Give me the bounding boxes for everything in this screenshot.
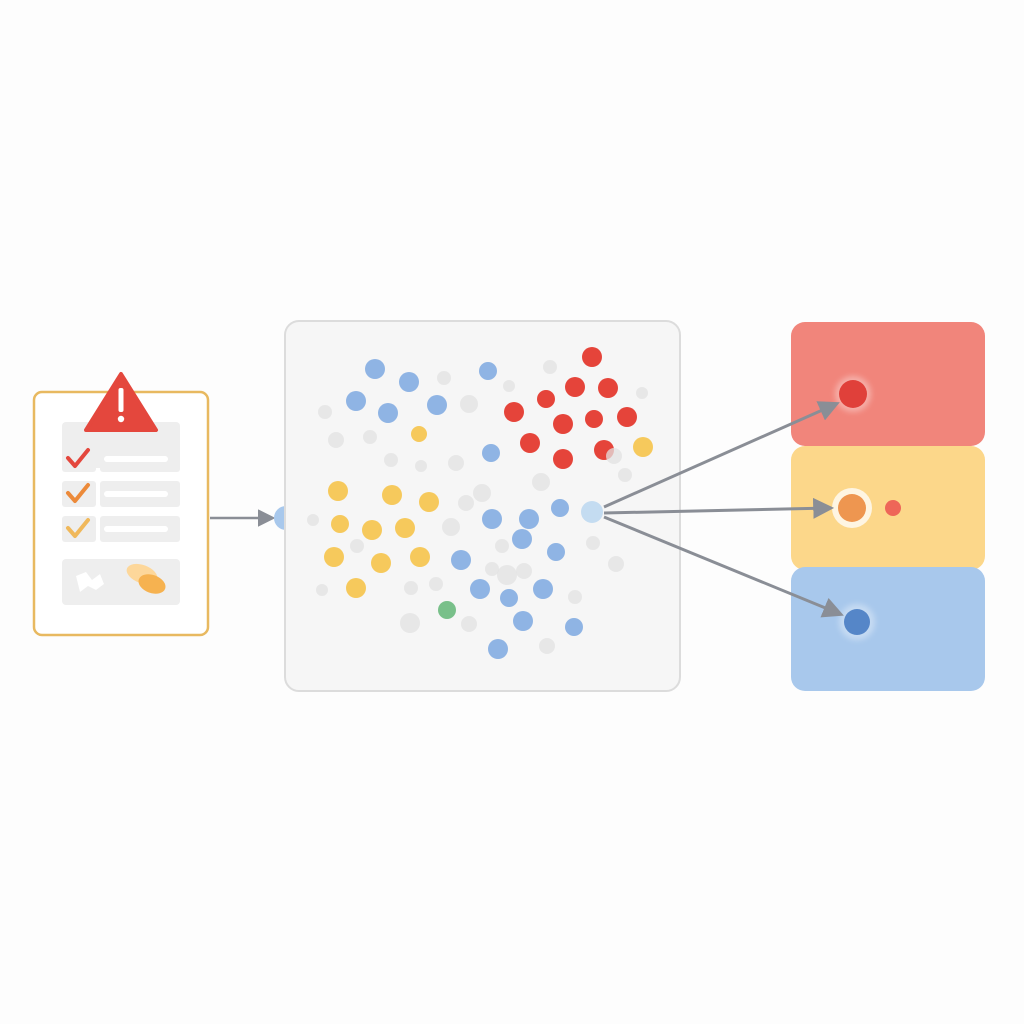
cluster-point-gray (460, 395, 478, 413)
connector-to-yellow (603, 497, 835, 519)
checklist-row-1 (62, 446, 180, 472)
cluster-point-gray (415, 460, 427, 472)
cluster-point-blue (482, 444, 500, 462)
cluster-point-yellow (331, 515, 349, 533)
cluster-point-gray (458, 495, 474, 511)
scribble-icon (76, 572, 104, 592)
cluster-point-red (585, 410, 603, 428)
cluster-point-blue (512, 529, 532, 549)
cluster-point-blue (482, 509, 502, 529)
check-icon (66, 483, 90, 503)
cluster-point-gray (543, 360, 557, 374)
cluster-point-red (582, 347, 602, 367)
cluster-point-gray (316, 584, 328, 596)
checklist-card (32, 372, 210, 637)
cluster-point-gray (485, 562, 499, 576)
cluster-point-blue (533, 579, 553, 599)
cluster-point-yellow (419, 492, 439, 512)
cluster-point-red (504, 402, 524, 422)
cluster-point-blue (500, 589, 518, 607)
cluster-point-gray (606, 448, 622, 464)
cluster-point-red (565, 377, 585, 397)
cluster-point-blue (399, 372, 419, 392)
cluster-point-blue (565, 618, 583, 636)
outcome-blocks (791, 322, 985, 691)
cluster-points (307, 347, 653, 659)
check-icon (66, 518, 90, 538)
cluster-point-yellow (411, 426, 427, 442)
cluster-point-blue (427, 395, 447, 415)
outcome-block-red (791, 322, 985, 446)
outcome-dot-orange (838, 494, 866, 522)
checklist-row-2 (62, 481, 180, 507)
cluster-point-gray (448, 455, 464, 471)
connector-to-blue (603, 515, 844, 618)
outcome-dot-small-red (885, 500, 901, 516)
cluster-point-yellow (395, 518, 415, 538)
cluster-point-yellow (371, 553, 391, 573)
cluster-point-gray (473, 484, 491, 502)
cluster-point-red (537, 390, 555, 408)
outcome-dot-blue (844, 609, 870, 635)
cluster-point-gray (586, 536, 600, 550)
cluster-point-gray (437, 371, 451, 385)
cluster-point-gray (400, 613, 420, 633)
cluster-point-red (520, 433, 540, 453)
cluster-point-blue (551, 499, 569, 517)
cluster-point-blue (519, 509, 539, 529)
cluster-point-gray (307, 514, 319, 526)
cluster-point-gray (568, 590, 582, 604)
connector-to-red (603, 401, 840, 509)
cluster-point-red (617, 407, 637, 427)
cluster-point-yellow (382, 485, 402, 505)
cluster-point-yellow (328, 481, 348, 501)
outcome-block-blue (791, 567, 985, 691)
cluster-point-gray (495, 539, 509, 553)
cluster-point-blue (513, 611, 533, 631)
cluster-point-blue (488, 639, 508, 659)
cluster-point-blue (451, 550, 471, 570)
cluster-point-yellow (633, 437, 653, 457)
cluster-point-gray (636, 387, 648, 399)
check-icon (66, 448, 90, 468)
cluster-point-blue (378, 403, 398, 423)
cluster-point-gray (497, 565, 517, 585)
checklist-footer (62, 559, 180, 605)
cluster-point-red (598, 378, 618, 398)
cluster-point-gray (503, 380, 515, 392)
cluster-point-gray (442, 518, 460, 536)
checklist-row-3 (62, 516, 180, 542)
cluster-point-yellow (346, 578, 366, 598)
capsule-pill-icon (126, 563, 166, 594)
cluster-point-gray (618, 468, 632, 482)
cluster-point-blue (479, 362, 497, 380)
cluster-point-red (553, 449, 573, 469)
cluster-point-gray (318, 405, 332, 419)
cluster-point-yellow (324, 547, 344, 567)
cluster-point-gray (328, 432, 344, 448)
cluster-point-gray (532, 473, 550, 491)
cluster-point-yellow (410, 547, 430, 567)
cluster-point-gray (461, 616, 477, 632)
cluster-point-blue (547, 543, 565, 561)
cluster-point-blue (365, 359, 385, 379)
cluster-point-blue (346, 391, 366, 411)
cluster-point-gray (429, 577, 443, 591)
cluster-point-gray (608, 556, 624, 572)
cluster-point-green (438, 601, 456, 619)
outcome-dot-red (839, 380, 867, 408)
cluster-point-gray (363, 430, 377, 444)
cluster-point-gray (404, 581, 418, 595)
warning-triangle-icon (84, 372, 158, 432)
cluster-point-gray (516, 563, 532, 579)
cluster-point-gray (539, 638, 555, 654)
output-node (581, 501, 603, 523)
cluster-point-blue (470, 579, 490, 599)
cluster-point-gray (350, 539, 364, 553)
cluster-point-yellow (362, 520, 382, 540)
cluster-point-gray (384, 453, 398, 467)
cluster-point-red (553, 414, 573, 434)
